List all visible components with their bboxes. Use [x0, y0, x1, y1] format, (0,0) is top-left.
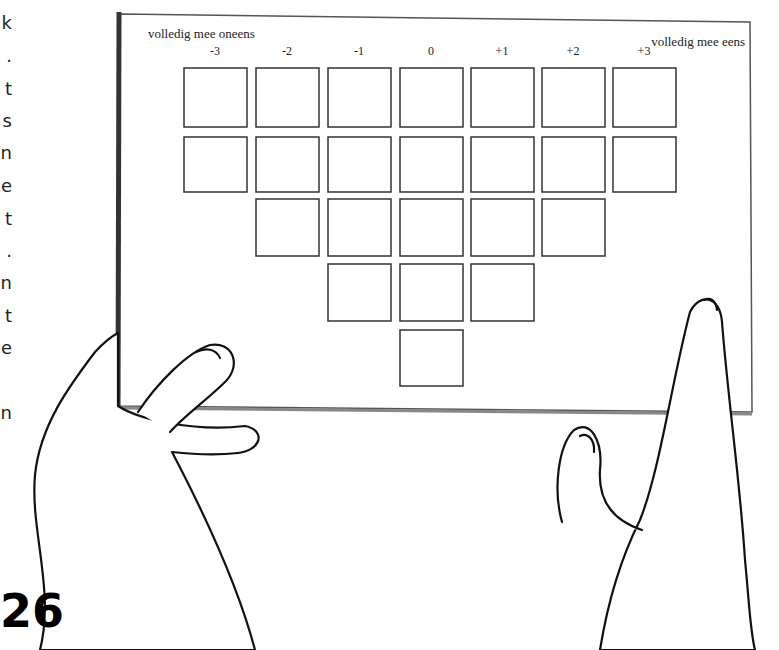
grid-cell [471, 199, 534, 256]
left-hand [34, 333, 258, 650]
grid-cell [400, 264, 463, 321]
grid-cell [184, 137, 247, 192]
grid-cell [256, 137, 319, 192]
text-fragment: t [5, 80, 12, 98]
scale-end-label: volledig mee eens [651, 35, 745, 48]
scale-number: -1 [354, 45, 364, 57]
text-fragment: k [2, 14, 12, 32]
text-fragment: t [5, 210, 12, 228]
scale-number: -3 [210, 45, 220, 57]
scale-end-label: volledig mee oneens [148, 27, 255, 40]
grid-cell [471, 68, 534, 127]
grid-cell [400, 68, 463, 127]
scale-number: +3 [638, 45, 651, 57]
scale-number: +2 [567, 45, 580, 57]
grid-cell [542, 199, 605, 256]
grid-cell [328, 264, 391, 321]
grid-cell [471, 264, 534, 321]
text-fragment: t [5, 307, 12, 325]
text-fragment: . [6, 47, 12, 65]
text-fragment: n [1, 404, 12, 422]
right-hand [558, 299, 755, 650]
grid-cell [328, 137, 391, 192]
scale-number: -2 [282, 45, 292, 57]
grid-cell [400, 199, 463, 256]
scale-number: +1 [496, 45, 509, 57]
grid-cell [328, 199, 391, 256]
sort-grid [184, 68, 676, 386]
text-fragment: e [1, 177, 12, 195]
grid-cell [613, 68, 676, 127]
grid-cell [542, 68, 605, 127]
grid-cell [400, 137, 463, 192]
text-fragment: e [1, 339, 12, 357]
grid-cell [256, 199, 319, 256]
text-fragment: n [1, 144, 12, 162]
page-number: 26 [0, 588, 64, 634]
grid-cell [184, 68, 247, 127]
grid-cell [613, 137, 676, 192]
text-fragment: . [6, 242, 12, 260]
text-fragment: n [1, 274, 12, 292]
text-fragment: s [3, 112, 12, 130]
grid-cell [400, 330, 463, 386]
grid-cell [328, 68, 391, 127]
grid-cell [542, 137, 605, 192]
grid-cell [256, 68, 319, 127]
grid-cell [471, 137, 534, 192]
scale-number: 0 [428, 45, 434, 57]
